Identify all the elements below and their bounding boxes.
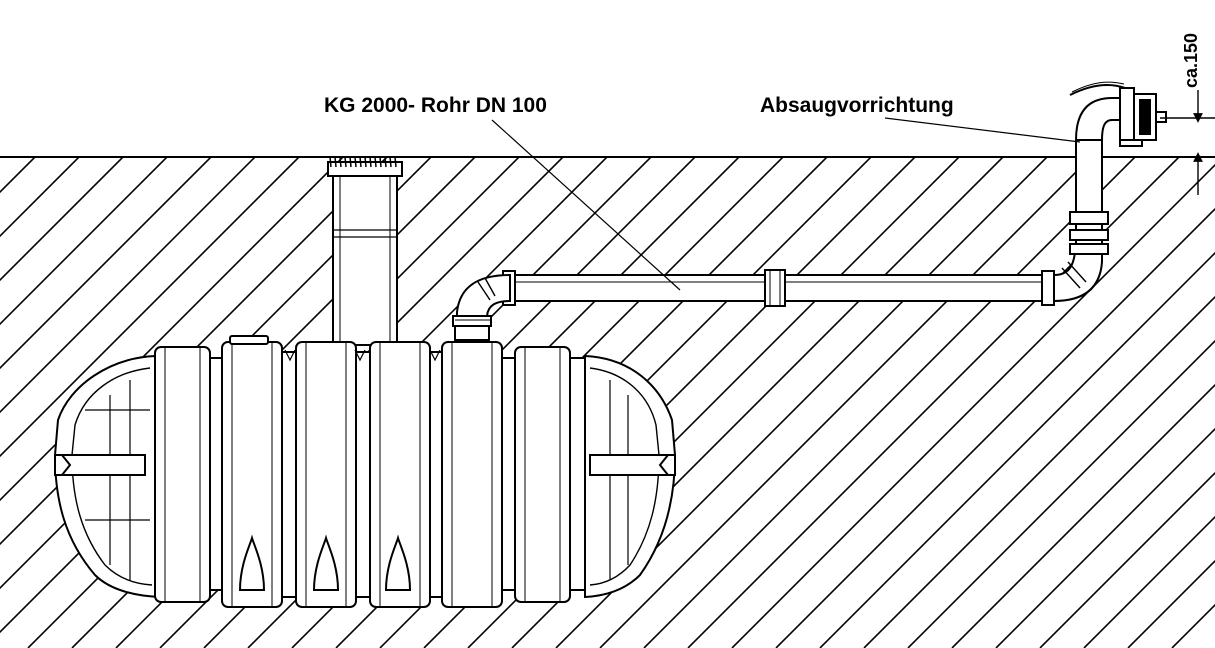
hatch-line <box>907 339 1215 648</box>
hatch-line <box>775 207 1215 648</box>
dimension-label: ca.150 <box>1181 33 1201 88</box>
hatch-line <box>1039 471 1215 648</box>
tank-right-cap <box>584 354 677 599</box>
hatch-line <box>995 427 1215 648</box>
tank-fin-1 <box>238 534 266 591</box>
hatch-line <box>1127 559 1215 648</box>
tank-ring-1 <box>154 346 211 603</box>
hatch-line <box>731 163 1215 648</box>
hatch-line <box>0 157 124 282</box>
grate-bar <box>344 156 347 168</box>
tank-ring-6 <box>514 346 571 603</box>
hatch-line <box>643 157 1136 648</box>
grate-bar <box>354 156 357 168</box>
grate-bar <box>379 156 382 168</box>
left-elbow <box>452 273 511 341</box>
hatch-line <box>863 295 1215 648</box>
hatch-line <box>599 157 1092 648</box>
height-dimension <box>1160 90 1215 195</box>
inspection-shaft <box>327 161 403 346</box>
tank-left-cap <box>53 354 162 599</box>
grate-bar <box>329 156 332 168</box>
suction-leader-line <box>884 117 1081 143</box>
shaft-pipe <box>332 174 398 346</box>
pipe-label: KG 2000- Rohr DN 100 <box>324 94 547 117</box>
grate-bar <box>369 156 372 168</box>
grate-bar <box>394 156 397 168</box>
grate-bar <box>364 156 367 168</box>
grate-bar <box>384 156 387 168</box>
hatch-line <box>0 157 300 458</box>
grate-bar <box>359 156 362 168</box>
pipe-leader-line <box>491 119 681 291</box>
suction-riser <box>1053 97 1123 303</box>
tank-fin-3 <box>384 534 412 591</box>
grate-bar <box>339 156 342 168</box>
grate-bar <box>334 156 337 168</box>
suction-device-label: Absaugvorrichtung <box>760 94 954 117</box>
hatch-line <box>819 251 1215 648</box>
tank-ring-5 <box>441 341 503 608</box>
hatch-line <box>0 157 212 370</box>
hatch-line <box>0 157 256 414</box>
hatch-line <box>0 157 168 326</box>
tank-fin-2 <box>312 534 340 591</box>
suction-coupling-device <box>1069 81 1167 147</box>
kg-pipe <box>502 269 1056 307</box>
pipe-coupling <box>764 269 786 307</box>
hatch-line <box>951 383 1215 648</box>
shaft-grate <box>329 156 397 168</box>
grate-bar <box>349 156 352 168</box>
hatch-line <box>1083 515 1215 648</box>
underground-tank <box>53 335 677 608</box>
grate-bar <box>374 156 377 168</box>
grate-bar <box>389 156 392 168</box>
